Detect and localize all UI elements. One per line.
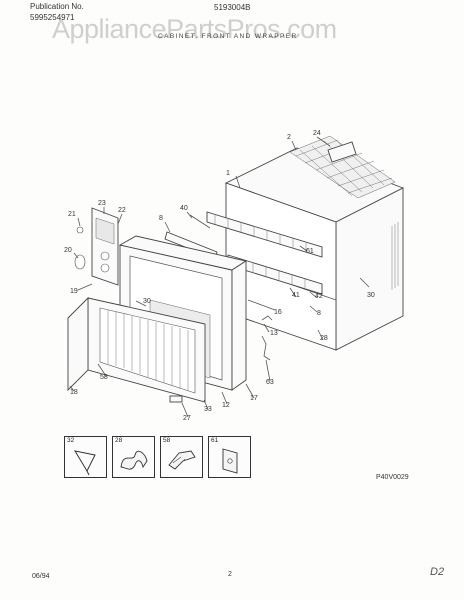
bracket-plate-icon xyxy=(222,448,238,474)
clip xyxy=(261,315,273,321)
inset-detail-58: 58 xyxy=(160,436,203,478)
callout-2: 2 xyxy=(287,134,291,141)
callout-8a: 8 xyxy=(159,215,163,222)
control-panel xyxy=(74,207,119,286)
publication-number: 5995254971 xyxy=(30,13,75,22)
callout-28: 28 xyxy=(320,335,328,342)
callout-13: 13 xyxy=(270,330,278,337)
inset-label: 58 xyxy=(162,437,172,444)
callout-41: 41 xyxy=(292,292,300,299)
callout-21: 21 xyxy=(68,211,76,218)
callout-17: 17 xyxy=(250,395,258,402)
callout-40: 40 xyxy=(180,205,188,212)
callout-18: 18 xyxy=(70,389,78,396)
callout-22: 22 xyxy=(118,207,126,214)
callout-63: 63 xyxy=(266,379,274,386)
model-number: 5193004B xyxy=(214,3,251,12)
callout-58: 58 xyxy=(100,374,108,381)
hanger-bracket xyxy=(261,335,271,361)
callout-1: 1 xyxy=(226,170,230,177)
front-grille xyxy=(67,296,206,403)
callout-8b: 8 xyxy=(317,310,321,317)
inset-label: 32 xyxy=(66,437,76,444)
tilt-clip-icon xyxy=(73,450,96,476)
callout-33: 33 xyxy=(204,406,212,413)
callout-61: 61 xyxy=(306,248,314,255)
footer-date: 06/94 xyxy=(32,573,50,580)
callout-24: 24 xyxy=(313,130,321,137)
inset-detail-28: 28 xyxy=(112,436,155,478)
watermark-text: AppliancePartsPros.com xyxy=(52,14,337,44)
small-tab xyxy=(169,395,183,403)
callout-30a: 30 xyxy=(367,292,375,299)
callout-12: 12 xyxy=(222,402,230,409)
callout-23: 23 xyxy=(98,200,106,207)
label-plate xyxy=(327,141,357,163)
callout-30b: 30 xyxy=(143,298,151,305)
callout-19: 19 xyxy=(70,288,78,295)
callout-27: 27 xyxy=(183,415,191,422)
callout-42: 42 xyxy=(315,293,323,300)
callout-16: 16 xyxy=(274,309,282,316)
inset-detail-61: 61 xyxy=(208,436,251,478)
cabinet-wrapper xyxy=(224,135,405,351)
figure-code: P40V0029 xyxy=(376,474,409,481)
spring-clip-icon xyxy=(168,450,196,470)
inset-label: 28 xyxy=(114,437,124,444)
curved-strap-icon xyxy=(120,450,148,470)
page-number: 2 xyxy=(228,571,232,578)
inset-detail-32: 32 xyxy=(64,436,107,478)
callout-20: 20 xyxy=(64,247,72,254)
publication-label: Publication No. xyxy=(30,2,84,11)
screw xyxy=(189,214,211,229)
inset-label: 61 xyxy=(210,437,220,444)
section-title: CABINET, FRONT AND WRAPPER xyxy=(158,33,298,40)
side-rails xyxy=(206,211,323,295)
handwritten-mark: D2 xyxy=(430,566,445,578)
